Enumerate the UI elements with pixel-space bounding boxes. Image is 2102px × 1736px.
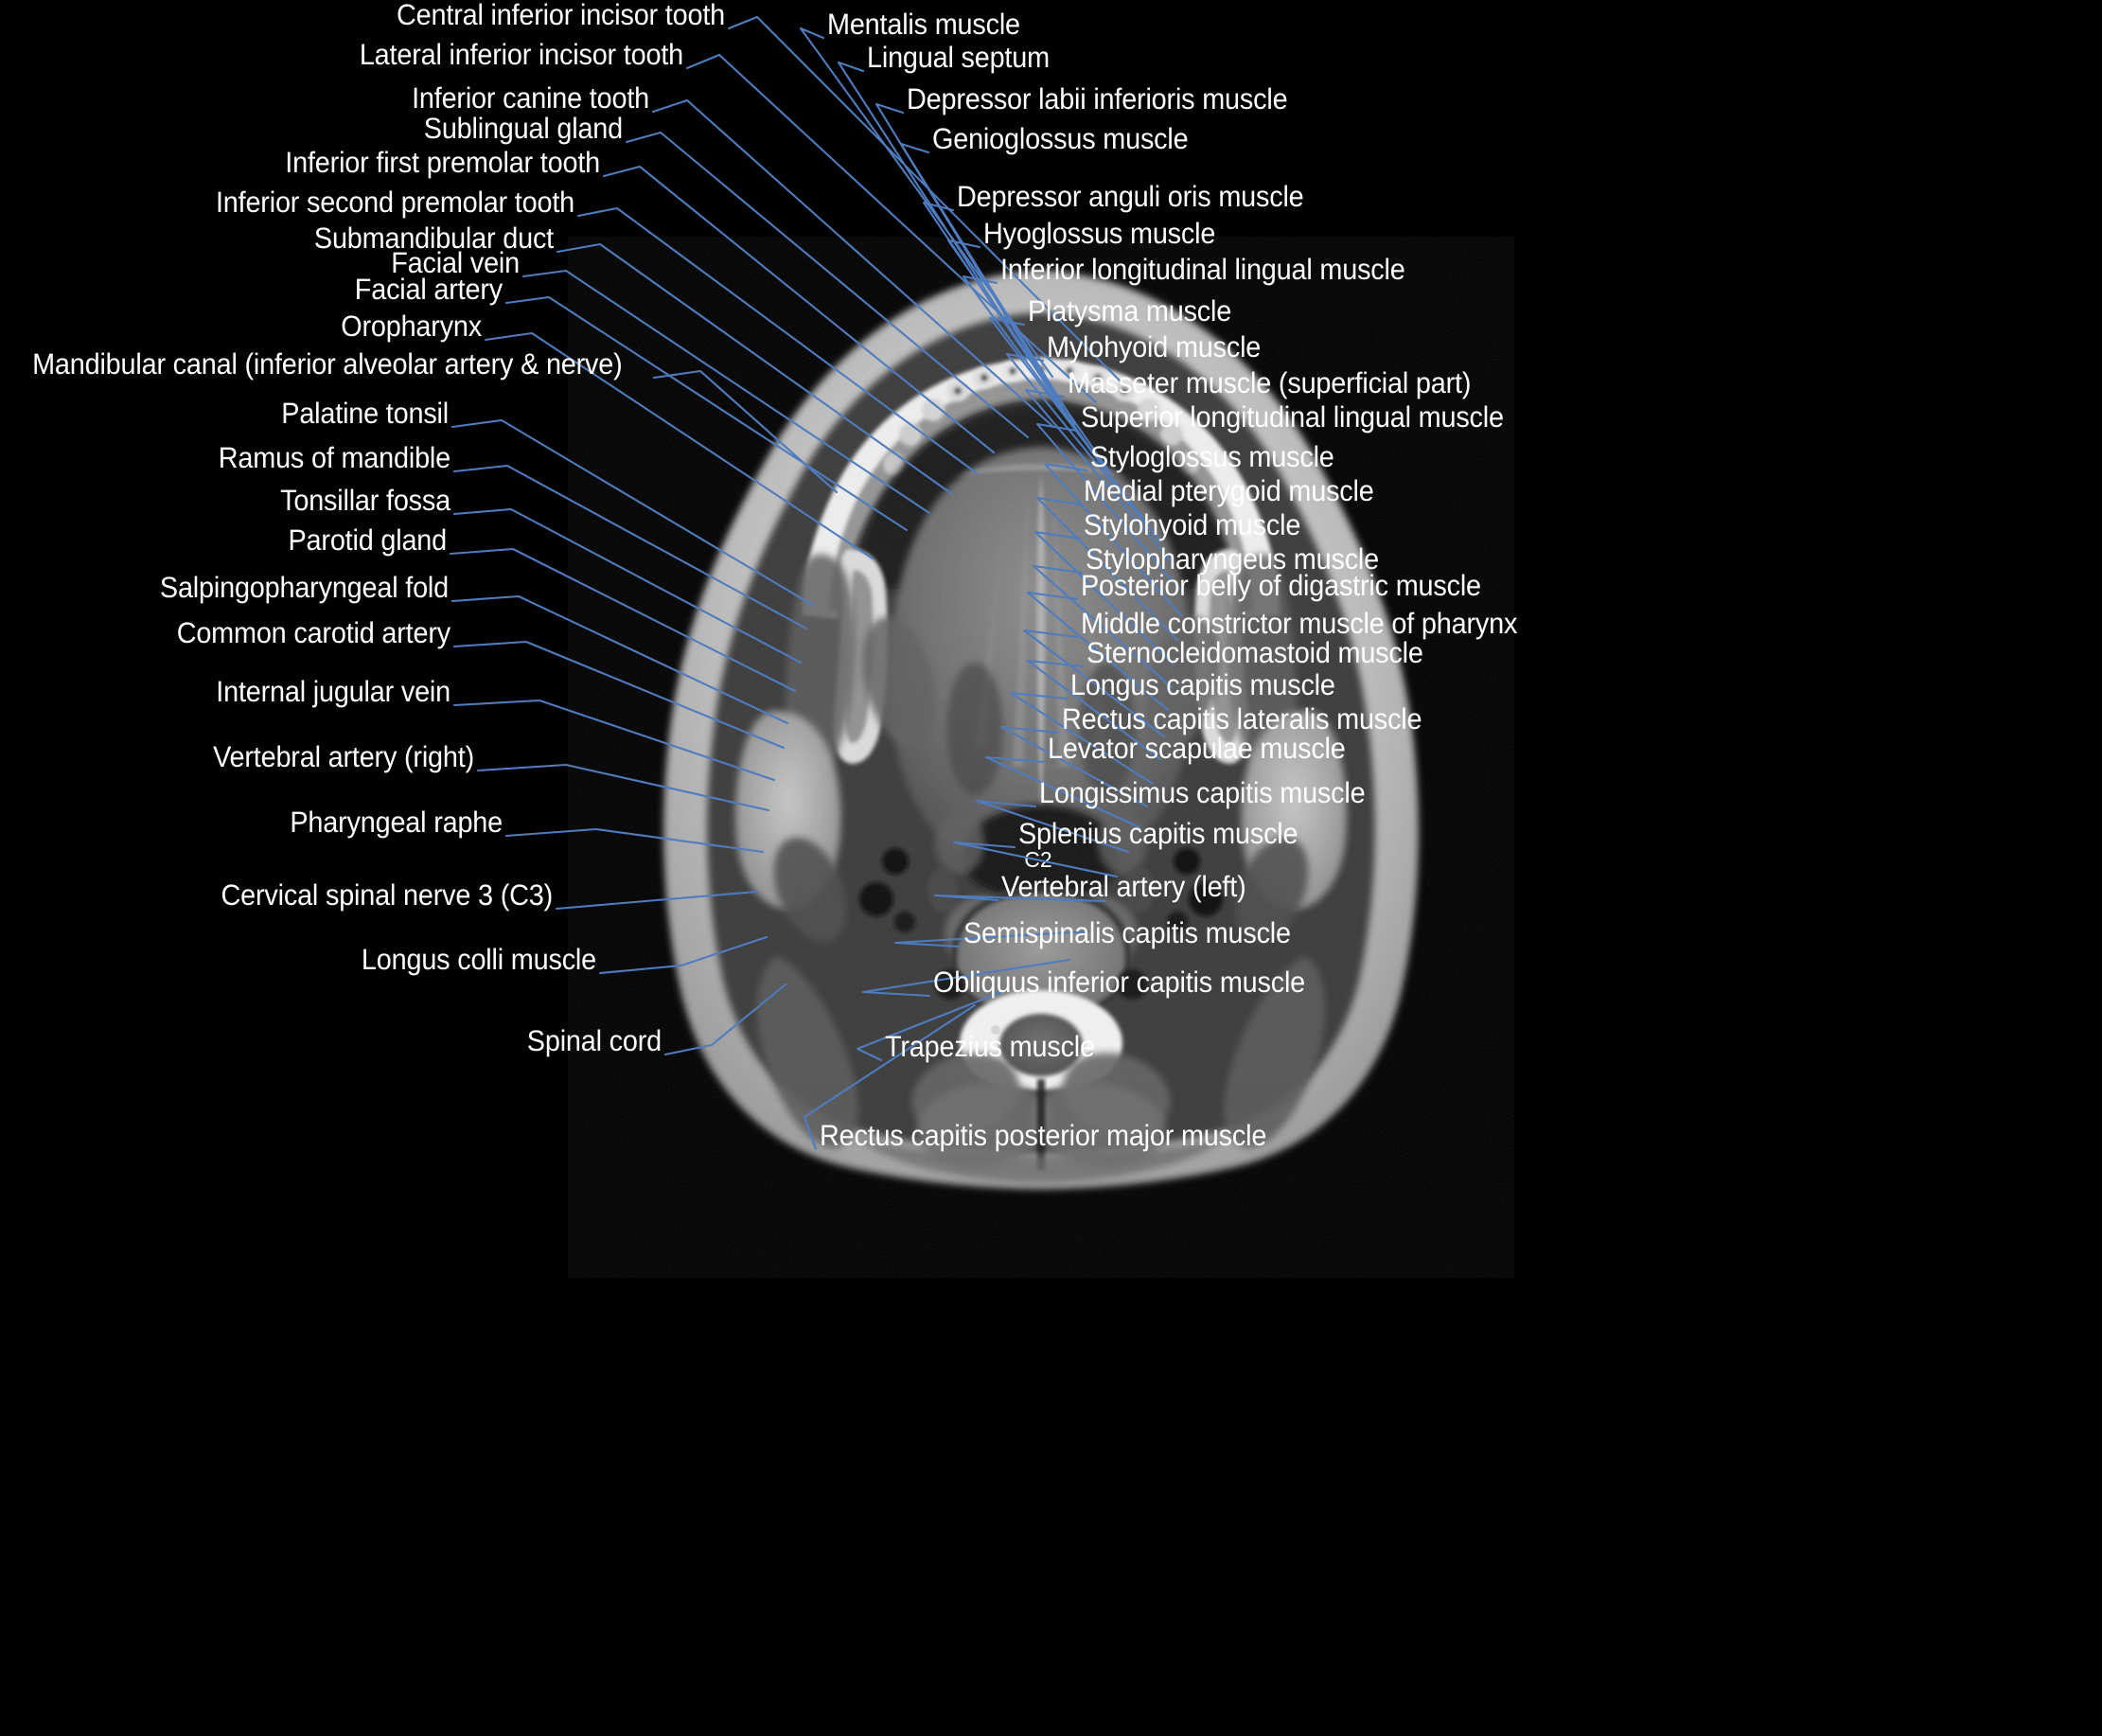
anatomy-label-salpingopharyngeal-fold: Salpingopharyngeal fold — [159, 571, 450, 604]
anatomy-label-medial-pterygoid-muscle: Medial pterygoid muscle — [1084, 474, 1374, 507]
anatomy-label-stylohyoid-muscle: Stylohyoid muscle — [1084, 508, 1301, 541]
anatomy-label-vertebral-artery-right: Vertebral artery (right) — [213, 740, 474, 773]
anatomy-label-tonsillar-fossa: Tonsillar fossa — [280, 484, 450, 517]
anatomy-label-inferior-second-premolar-tooth: Inferior second premolar tooth — [215, 186, 575, 219]
anatomy-label-superior-longitudinal-lingual-muscle: Superior longitudinal lingual muscle — [1081, 400, 1504, 434]
anatomy-label-pharyngeal-raphe: Pharyngeal raphe — [290, 806, 503, 839]
anatomy-label-palatine-tonsil: Palatine tonsil — [281, 397, 449, 430]
anatomy-label-facial-artery: Facial artery — [354, 273, 503, 306]
anatomy-label-vertebral-artery-left: Vertebral artery (left) — [1001, 870, 1246, 903]
anatomy-label-rectus-capitis-posterior-major-muscle: Rectus capitis posterior major muscle — [820, 1119, 1267, 1152]
anatomy-label-mandibular-canal-inferior-alveolar-artery-nerve: Mandibular canal (inferior alveolar arte… — [32, 347, 623, 381]
anatomy-label-depressor-labii-inferioris-muscle: Depressor labii inferioris muscle — [907, 82, 1288, 115]
anatomy-label-hyoglossus-muscle: Hyoglossus muscle — [983, 217, 1216, 250]
anatomy-label-stylopharyngeus-muscle: Stylopharyngeus muscle — [1086, 542, 1380, 576]
anatomy-label-cervical-spinal-nerve-3-c3: Cervical spinal nerve 3 (C3) — [221, 878, 554, 912]
anatomy-label-longissimus-capitis-muscle: Longissimus capitis muscle — [1039, 776, 1366, 809]
anatomy-label-sternocleidomastoid-muscle: Sternocleidomastoid muscle — [1086, 636, 1423, 669]
anatomy-label-levator-scapulae-muscle: Levator scapulae muscle — [1048, 732, 1346, 765]
anatomy-label-internal-jugular-vein: Internal jugular vein — [216, 675, 450, 708]
anatomy-label-longus-capitis-muscle: Longus capitis muscle — [1070, 668, 1335, 701]
anatomy-label-ramus-of-mandible: Ramus of mandible — [218, 441, 450, 474]
anatomy-label-facial-vein: Facial vein — [391, 246, 520, 279]
anatomy-label-longus-colli-muscle: Longus colli muscle — [361, 943, 596, 976]
anatomy-label-platysma-muscle: Platysma muscle — [1028, 294, 1232, 328]
anatomy-label-central-inferior-incisor-tooth: Central inferior incisor tooth — [397, 0, 725, 31]
anatomy-label-parotid-gland: Parotid gland — [288, 523, 448, 557]
anatomy-label-posterior-belly-of-digastric-muscle: Posterior belly of digastric muscle — [1081, 569, 1481, 602]
slice-level-marker: C2 — [1024, 847, 1051, 872]
anatomy-label-middle-constrictor-muscle-of-pharynx: Middle constrictor muscle of pharynx — [1081, 607, 1518, 640]
anatomy-label-depressor-anguli-oris-muscle: Depressor anguli oris muscle — [957, 180, 1304, 213]
anatomy-label-rectus-capitis-lateralis-muscle: Rectus capitis lateralis muscle — [1062, 702, 1422, 735]
anatomy-label-inferior-first-premolar-tooth: Inferior first premolar tooth — [285, 146, 600, 179]
anatomy-label-spinal-cord: Spinal cord — [526, 1024, 662, 1057]
anatomy-label-mentalis-muscle: Mentalis muscle — [827, 8, 1020, 41]
anatomy-label-lateral-inferior-incisor-tooth: Lateral inferior incisor tooth — [359, 38, 683, 71]
anatomy-label-trapezius-muscle: Trapezius muscle — [885, 1030, 1095, 1063]
anatomy-label-sublingual-gland: Sublingual gland — [423, 112, 623, 145]
anatomy-label-semispinalis-capitis-muscle: Semispinalis capitis muscle — [963, 916, 1291, 949]
anatomy-label-inferior-canine-tooth: Inferior canine tooth — [412, 81, 649, 115]
anatomy-label-common-carotid-artery: Common carotid artery — [176, 616, 450, 649]
anatomy-label-obliquus-inferior-capitis-muscle: Obliquus inferior capitis muscle — [933, 965, 1306, 999]
anatomy-label-mylohyoid-muscle: Mylohyoid muscle — [1047, 330, 1262, 363]
anatomy-label-masseter-muscle-superficial-part: Masseter muscle (superficial part) — [1068, 366, 1472, 399]
anatomy-label-lingual-septum: Lingual septum — [867, 41, 1050, 74]
anatomy-label-oropharynx: Oropharynx — [341, 310, 482, 343]
anatomy-label-inferior-longitudinal-lingual-muscle: Inferior longitudinal lingual muscle — [1000, 253, 1405, 286]
anatomy-label-submandibular-duct: Submandibular duct — [313, 221, 554, 255]
anatomy-label-styloglossus-muscle: Styloglossus muscle — [1090, 440, 1334, 473]
anatomy-label-genioglossus-muscle: Genioglossus muscle — [932, 122, 1189, 155]
anatomy-label-splenius-capitis-muscle: Splenius capitis muscle — [1018, 817, 1298, 850]
